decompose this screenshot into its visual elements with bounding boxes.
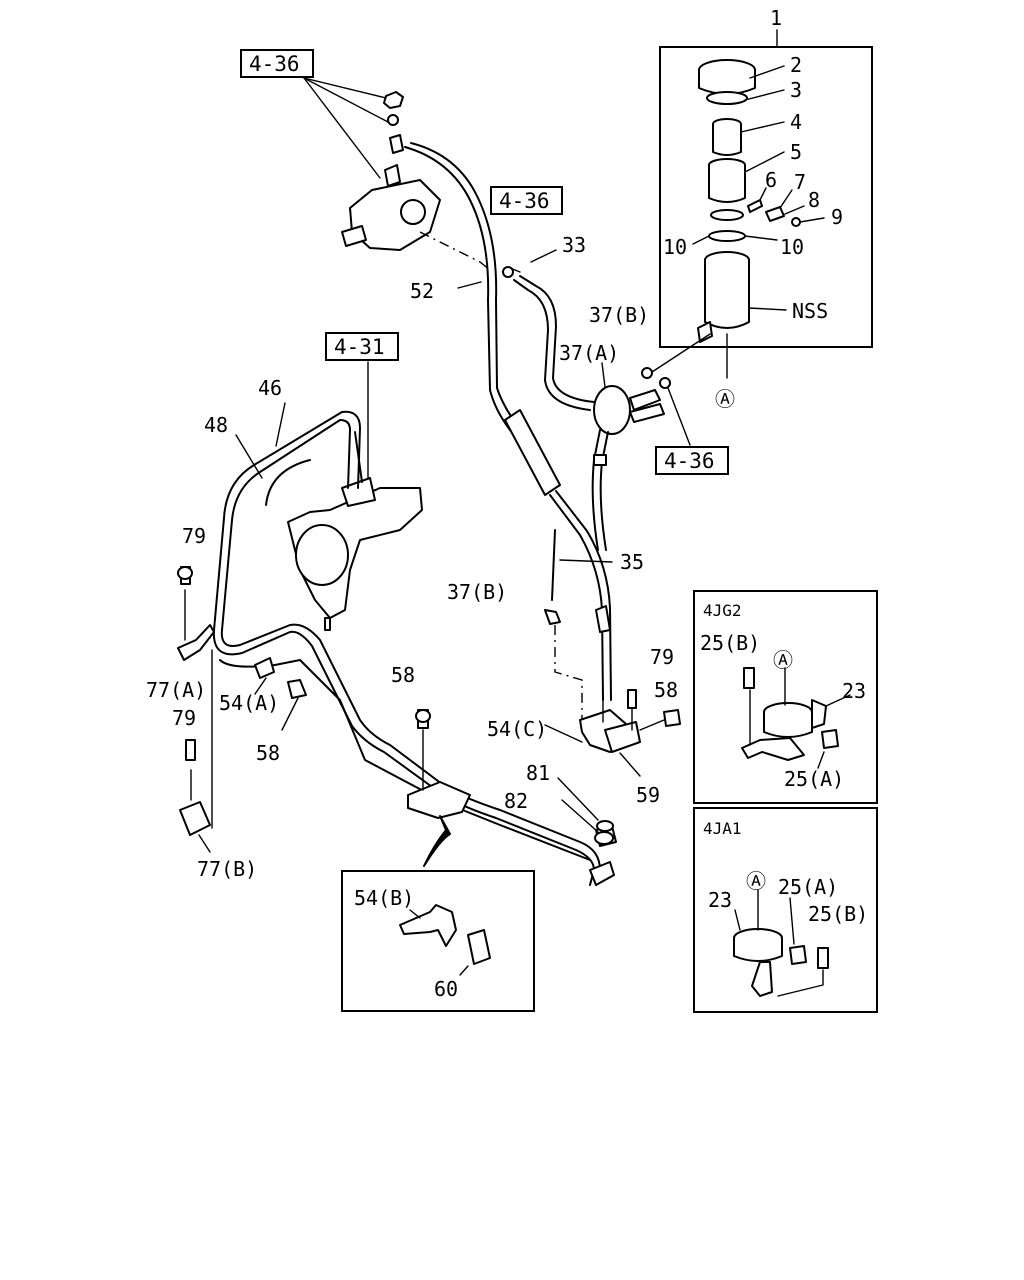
clamp-54b: [407, 709, 471, 819]
callout-circle-a: Ⓐ: [715, 387, 735, 411]
leader-4-36-a: [303, 77, 387, 99]
callout-8: 8: [808, 188, 820, 212]
callout-46: 46: [258, 376, 282, 400]
inset-4jg2-25a: 25(A): [784, 767, 844, 791]
callout-48: 48: [204, 413, 228, 437]
inset-4jg2-23: 23: [842, 679, 866, 703]
inset-4jg2-bracket: [741, 667, 851, 769]
callout-58-mid: 58: [391, 663, 415, 687]
bracket-59: [544, 609, 681, 845]
callout-nss: NSS: [792, 299, 828, 323]
callout-4: 4: [790, 110, 802, 134]
callout-5: 5: [790, 140, 802, 164]
callout-33: 33: [562, 233, 586, 257]
callout-7: 7: [794, 170, 806, 194]
callout-79-b: 79: [172, 706, 196, 730]
callout-37b-mid: 37(B): [447, 580, 507, 604]
inset-4ja1-title: 4JA1: [703, 819, 742, 838]
callout-35: 35: [620, 550, 644, 574]
bracket-77b: [179, 649, 213, 853]
clip-54a: [254, 657, 307, 731]
inset-4ja1-circle-a: Ⓐ: [746, 869, 766, 893]
callout-59: 59: [636, 783, 660, 807]
bracket-77a: [177, 566, 215, 661]
callout-54b: 54(B): [354, 886, 414, 910]
inset-4jg2-labels: 4JG2 25(B) Ⓐ 23 25(A): [700, 601, 866, 791]
callout-79-a: 79: [182, 524, 206, 548]
ref-box-3: 4-31: [325, 332, 399, 361]
callout-9: 9: [831, 205, 843, 229]
ref-box-4: 4-36: [655, 446, 729, 475]
small-fittings: [747, 199, 801, 227]
callout-81: 81: [526, 761, 550, 785]
callout-2: 2: [790, 53, 802, 77]
svg-text:4-36: 4-36: [249, 52, 300, 76]
inset-4jg2-25b: 25(B): [700, 631, 760, 655]
inset-4jg2-title: 4JG2: [703, 601, 742, 620]
return-hose: [502, 249, 595, 411]
svg-text:4-31: 4-31: [334, 335, 385, 359]
callout-10-right: 10: [780, 235, 804, 259]
callout-1: 1: [770, 6, 782, 30]
callout-79-c: 79: [650, 645, 674, 669]
callout-60: 60: [434, 977, 458, 1001]
reservoir-leaders: [692, 65, 825, 311]
callout-58-right: 58: [654, 678, 678, 702]
callout-58-left: 58: [256, 741, 280, 765]
pump-centerline: [419, 231, 491, 271]
inset-4ja1-25a: 25(A): [778, 875, 838, 899]
inset-4jg2-circle-a: Ⓐ: [773, 648, 793, 672]
callout-77a: 77(A): [146, 678, 206, 702]
callout-54c: 54(C): [487, 717, 547, 741]
pressure-hose: [404, 142, 612, 701]
callout-labels: 1 2 3 4 5 6 7 8 9 10 10 NSS Ⓐ 33 52 37(B…: [146, 6, 843, 1001]
inset-4ja1-23: 23: [708, 888, 732, 912]
callout-37a: 37(A): [559, 341, 619, 365]
steering-gearbox: [287, 361, 423, 631]
inset-4ja1-frame: [693, 807, 878, 1013]
ref-box-2: 4-36: [490, 186, 563, 215]
reservoir-body: [697, 251, 750, 379]
svg-text:4-36: 4-36: [499, 189, 550, 213]
reservoir-strainer: [708, 118, 746, 242]
callout-37b-top: 37(B): [589, 303, 649, 327]
detail-clamp: [399, 904, 491, 976]
reservoir-cap: [698, 59, 756, 105]
callout-52: 52: [410, 279, 434, 303]
reservoir-frame: [659, 46, 873, 348]
inset-4ja1-labels: 4JA1 Ⓐ 25(A) 23 25(B): [703, 819, 868, 926]
callout-10-left: 10: [663, 235, 687, 259]
svg-text:4-36: 4-36: [664, 449, 715, 473]
detail-arrow: [423, 815, 451, 867]
ref-box-1: 4-36: [240, 49, 314, 78]
power-steering-pump: [341, 91, 441, 251]
filter-assembly: [591, 333, 711, 551]
inset-4jg2-frame: [693, 590, 878, 804]
callout-77b: 77(B): [197, 857, 257, 881]
callout-54a: 54(A): [219, 691, 279, 715]
inset-4ja1-25b: 25(B): [808, 902, 868, 926]
detail-box-54b: [341, 870, 535, 1012]
callout-82: 82: [504, 789, 528, 813]
inset-4ja1-bracket: [733, 889, 829, 997]
callout-3: 3: [790, 78, 802, 102]
callout-6: 6: [765, 168, 777, 192]
